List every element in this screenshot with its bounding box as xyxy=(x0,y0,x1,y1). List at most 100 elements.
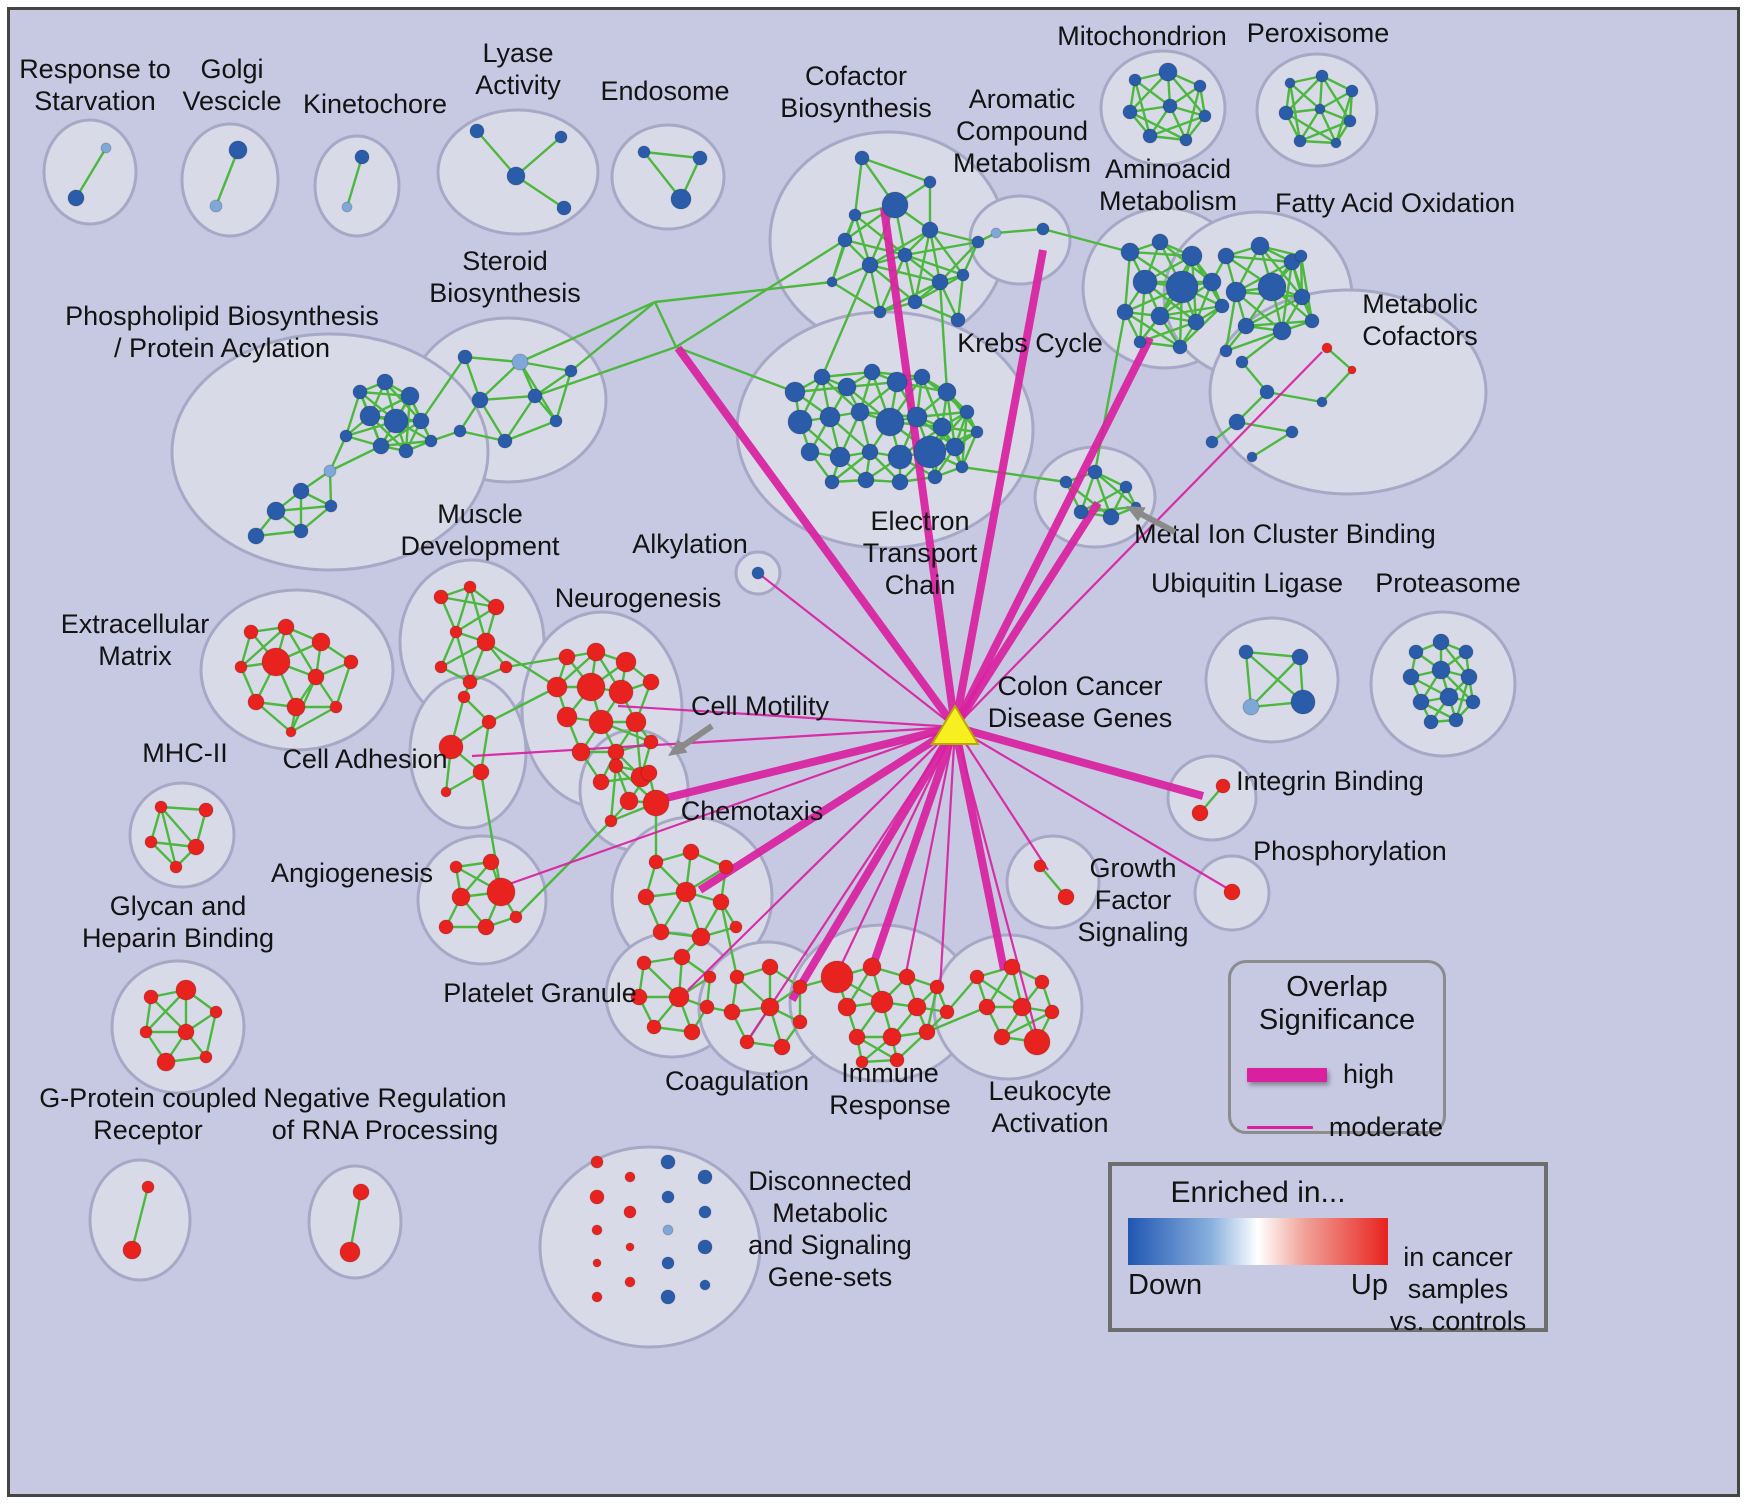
gene-set-node xyxy=(1205,435,1219,449)
cluster-angiogenesis xyxy=(416,834,548,966)
gene-set-node xyxy=(1246,451,1258,463)
gene-set-edge xyxy=(515,136,562,177)
gene-set-node xyxy=(433,589,449,605)
overlap-moderate-edge xyxy=(687,726,956,991)
gene-set-node xyxy=(662,1224,674,1236)
gene-set-node xyxy=(1151,233,1169,251)
gene-set-node xyxy=(228,140,248,160)
gene-set-edge xyxy=(995,227,1044,235)
gene-set-node xyxy=(1223,883,1241,901)
gene-set-edge xyxy=(345,156,364,208)
gene-set-node xyxy=(887,444,913,470)
gene-set-node xyxy=(956,268,970,282)
cross-cluster-edge xyxy=(675,238,846,349)
gene-set-node xyxy=(932,417,952,437)
gene-set-node xyxy=(1142,128,1158,144)
gene-set-node xyxy=(438,919,454,935)
gene-set-node xyxy=(556,706,578,728)
gene-set-node xyxy=(1321,342,1333,354)
gene-set-edge xyxy=(344,391,362,437)
gene-set-node xyxy=(487,598,505,616)
gene-set-edge xyxy=(160,805,207,812)
gene-set-node xyxy=(511,353,529,371)
gene-set-node xyxy=(1012,997,1032,1017)
cross-cluster-edge xyxy=(515,820,612,918)
significance-high-row: high xyxy=(1231,1059,1443,1090)
gene-set-node xyxy=(1293,288,1311,306)
gene-set-edge xyxy=(439,631,458,668)
gene-set-node xyxy=(630,988,648,1006)
gene-set-node xyxy=(927,469,943,485)
gene-set-node xyxy=(1290,689,1316,715)
gene-set-node xyxy=(907,997,927,1017)
gene-set-node xyxy=(913,368,931,386)
gene-set-edge xyxy=(929,228,979,244)
gene-set-node xyxy=(643,734,659,750)
label-proteasome: Proteasome xyxy=(1375,568,1521,598)
gene-set-edge xyxy=(1299,255,1314,322)
gene-set-node xyxy=(564,364,578,378)
gene-set-node xyxy=(813,368,831,386)
gene-set-edge xyxy=(1001,1010,1053,1039)
gene-set-node xyxy=(1278,105,1294,121)
gene-set-node xyxy=(939,1004,955,1020)
overlap-high-edge xyxy=(951,249,1047,728)
gene-set-node xyxy=(571,742,591,762)
gene-set-node xyxy=(383,408,409,434)
enrichment-note-line2: samples xyxy=(1407,1273,1509,1304)
gene-set-edge xyxy=(1251,430,1293,459)
gene-set-node xyxy=(723,1003,741,1021)
gene-set-node xyxy=(1345,84,1359,98)
gene-set-node xyxy=(1448,712,1464,728)
gene-set-node xyxy=(959,404,975,420)
gene-set-edge xyxy=(1134,79,1171,107)
gene-set-edge xyxy=(1124,310,1181,349)
overlap-moderate-edge xyxy=(497,725,956,890)
gene-set-node xyxy=(698,1205,712,1219)
cross-cluster-edge xyxy=(653,301,678,348)
gene-set-edge xyxy=(160,806,197,848)
gene-set-node xyxy=(697,1239,713,1255)
gene-set-node xyxy=(1133,335,1147,349)
gene-set-node xyxy=(154,800,168,814)
gene-set-node xyxy=(1343,114,1357,128)
enrichment-legend-title: Enriched in... xyxy=(1170,1176,1346,1209)
gene-set-node xyxy=(100,142,112,154)
gene-set-edge xyxy=(348,1191,363,1253)
gene-set-node xyxy=(640,764,658,782)
gene-set-node xyxy=(1215,778,1231,794)
gene-set-edge xyxy=(1289,82,1321,110)
gene-set-node xyxy=(1181,245,1203,267)
overlap-moderate-edge xyxy=(954,726,1231,891)
gene-set-node xyxy=(1033,859,1047,873)
gene-set-edge xyxy=(380,439,432,448)
gene-set-node xyxy=(589,1189,605,1205)
annotations-layer xyxy=(668,506,1177,756)
gene-set-node xyxy=(760,997,780,1017)
gene-set-node xyxy=(1172,339,1188,355)
label-phosphorylation: Phosphorylation xyxy=(1253,836,1447,866)
gene-set-node xyxy=(969,969,985,985)
gene-set-node xyxy=(937,382,957,402)
gene-set-edge xyxy=(459,429,506,443)
gene-set-edge xyxy=(1245,651,1304,703)
cross-cluster-edge xyxy=(479,771,503,893)
overlap-high-edge xyxy=(951,336,1154,729)
gene-set-node xyxy=(729,920,743,934)
gene-set-node xyxy=(457,690,471,704)
gene-set-node xyxy=(1235,355,1249,369)
cross-cluster-edge xyxy=(519,300,656,364)
gene-set-node xyxy=(1158,62,1178,82)
gene-set-edge xyxy=(504,395,536,442)
overlap-moderate-edge xyxy=(834,726,956,979)
gene-set-node xyxy=(861,443,879,461)
gene-set-node xyxy=(729,969,745,985)
gene-set-node xyxy=(608,679,634,705)
gene-set-node xyxy=(451,887,471,907)
gene-set-node xyxy=(623,1205,637,1219)
cross-cluster-edge xyxy=(1042,227,1131,254)
gene-set-edge xyxy=(821,370,873,379)
